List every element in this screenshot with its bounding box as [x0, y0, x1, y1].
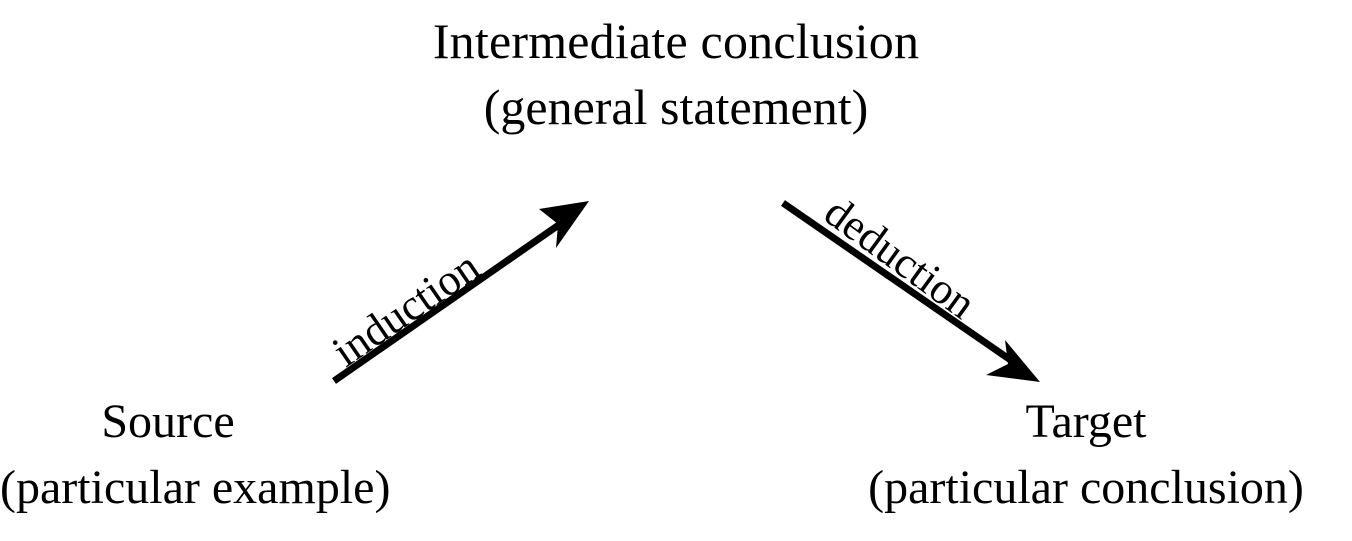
- deduction-arrow-head: [986, 340, 1040, 382]
- node-intermediate-conclusion-subtitle: (general statement): [483, 79, 869, 135]
- node-target-subtitle: (particular conclusion): [868, 460, 1304, 514]
- node-source: Source (particular example): [0, 395, 391, 514]
- induction-arrow-shaft: [332, 219, 565, 384]
- node-source-subtitle: (particular example): [0, 460, 391, 514]
- node-intermediate-conclusion: Intermediate conclusion (general stateme…: [0, 14, 1352, 134]
- node-target: Target (particular conclusion): [820, 396, 1352, 514]
- node-intermediate-conclusion-title: Intermediate conclusion: [432, 13, 920, 69]
- induction-arrow: [332, 201, 589, 384]
- induction-arrow-head: [539, 201, 589, 248]
- node-target-title: Target: [1025, 395, 1147, 448]
- deduction-arrow: [781, 200, 1040, 382]
- node-source-title: Source: [101, 395, 235, 448]
- deduction-arrow-shaft: [781, 200, 1014, 364]
